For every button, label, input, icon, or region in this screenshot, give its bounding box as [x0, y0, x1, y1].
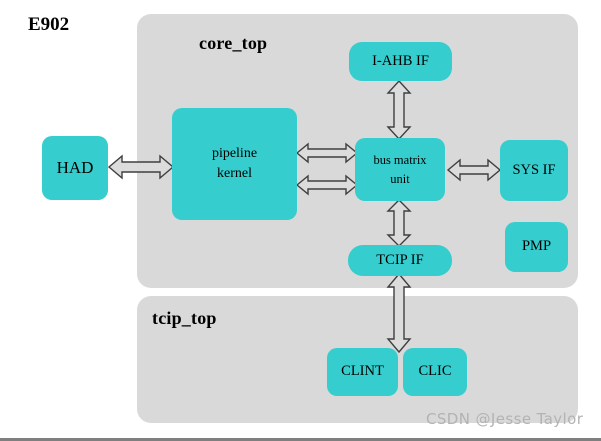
page-title: E902	[28, 14, 70, 35]
arrow-bus-sys	[446, 157, 502, 183]
node-pipeline-kernel[interactable]: pipeline kernel	[172, 108, 297, 220]
arrow-tcip-clint	[385, 272, 413, 354]
node-pipeline-kernel-line-0: pipeline	[211, 145, 258, 161]
panel-core-top-label: core_top	[199, 33, 268, 53]
node-i-ahb-if-line-0: I-AHB IF	[372, 52, 429, 69]
node-pmp-line-0: PMP	[521, 238, 552, 255]
node-pipeline-kernel-line-1: kernel	[217, 166, 252, 181]
node-clic[interactable]: CLIC	[403, 348, 467, 396]
node-clint-line-0: CLINT	[341, 363, 384, 380]
watermark: CSDN @Jesse Taylor	[426, 410, 584, 428]
node-clic-line-0: CLIC	[418, 363, 452, 380]
node-tcip-if[interactable]: TCIP IF	[348, 245, 452, 276]
node-clint[interactable]: CLINT	[327, 348, 398, 396]
arrow-had-pipeline	[107, 150, 175, 184]
arrow-pipeline-bus-lower	[295, 173, 359, 197]
node-bus-matrix-unit-line-1: unit	[390, 171, 410, 186]
panel-tcip-top-label: tcip_top	[152, 308, 217, 328]
node-tcip-if-line-0: TCIP IF	[376, 251, 424, 268]
node-sys-if-line-0: SYS IF	[512, 161, 556, 178]
arrow-pipeline-bus-upper	[295, 141, 359, 165]
node-sys-if[interactable]: SYS IF	[500, 140, 568, 201]
node-bus-matrix-unit[interactable]: bus matrix unit	[355, 138, 445, 201]
node-bus-matrix-unit-line-0: bus matrix	[373, 153, 427, 168]
node-i-ahb-if[interactable]: I-AHB IF	[349, 42, 452, 81]
arrow-bus-tcip	[385, 199, 413, 247]
node-had[interactable]: HAD	[42, 136, 108, 200]
node-pmp[interactable]: PMP	[505, 222, 568, 272]
arrow-bus-iahb	[385, 79, 413, 141]
node-had-line-0: HAD	[56, 157, 94, 177]
